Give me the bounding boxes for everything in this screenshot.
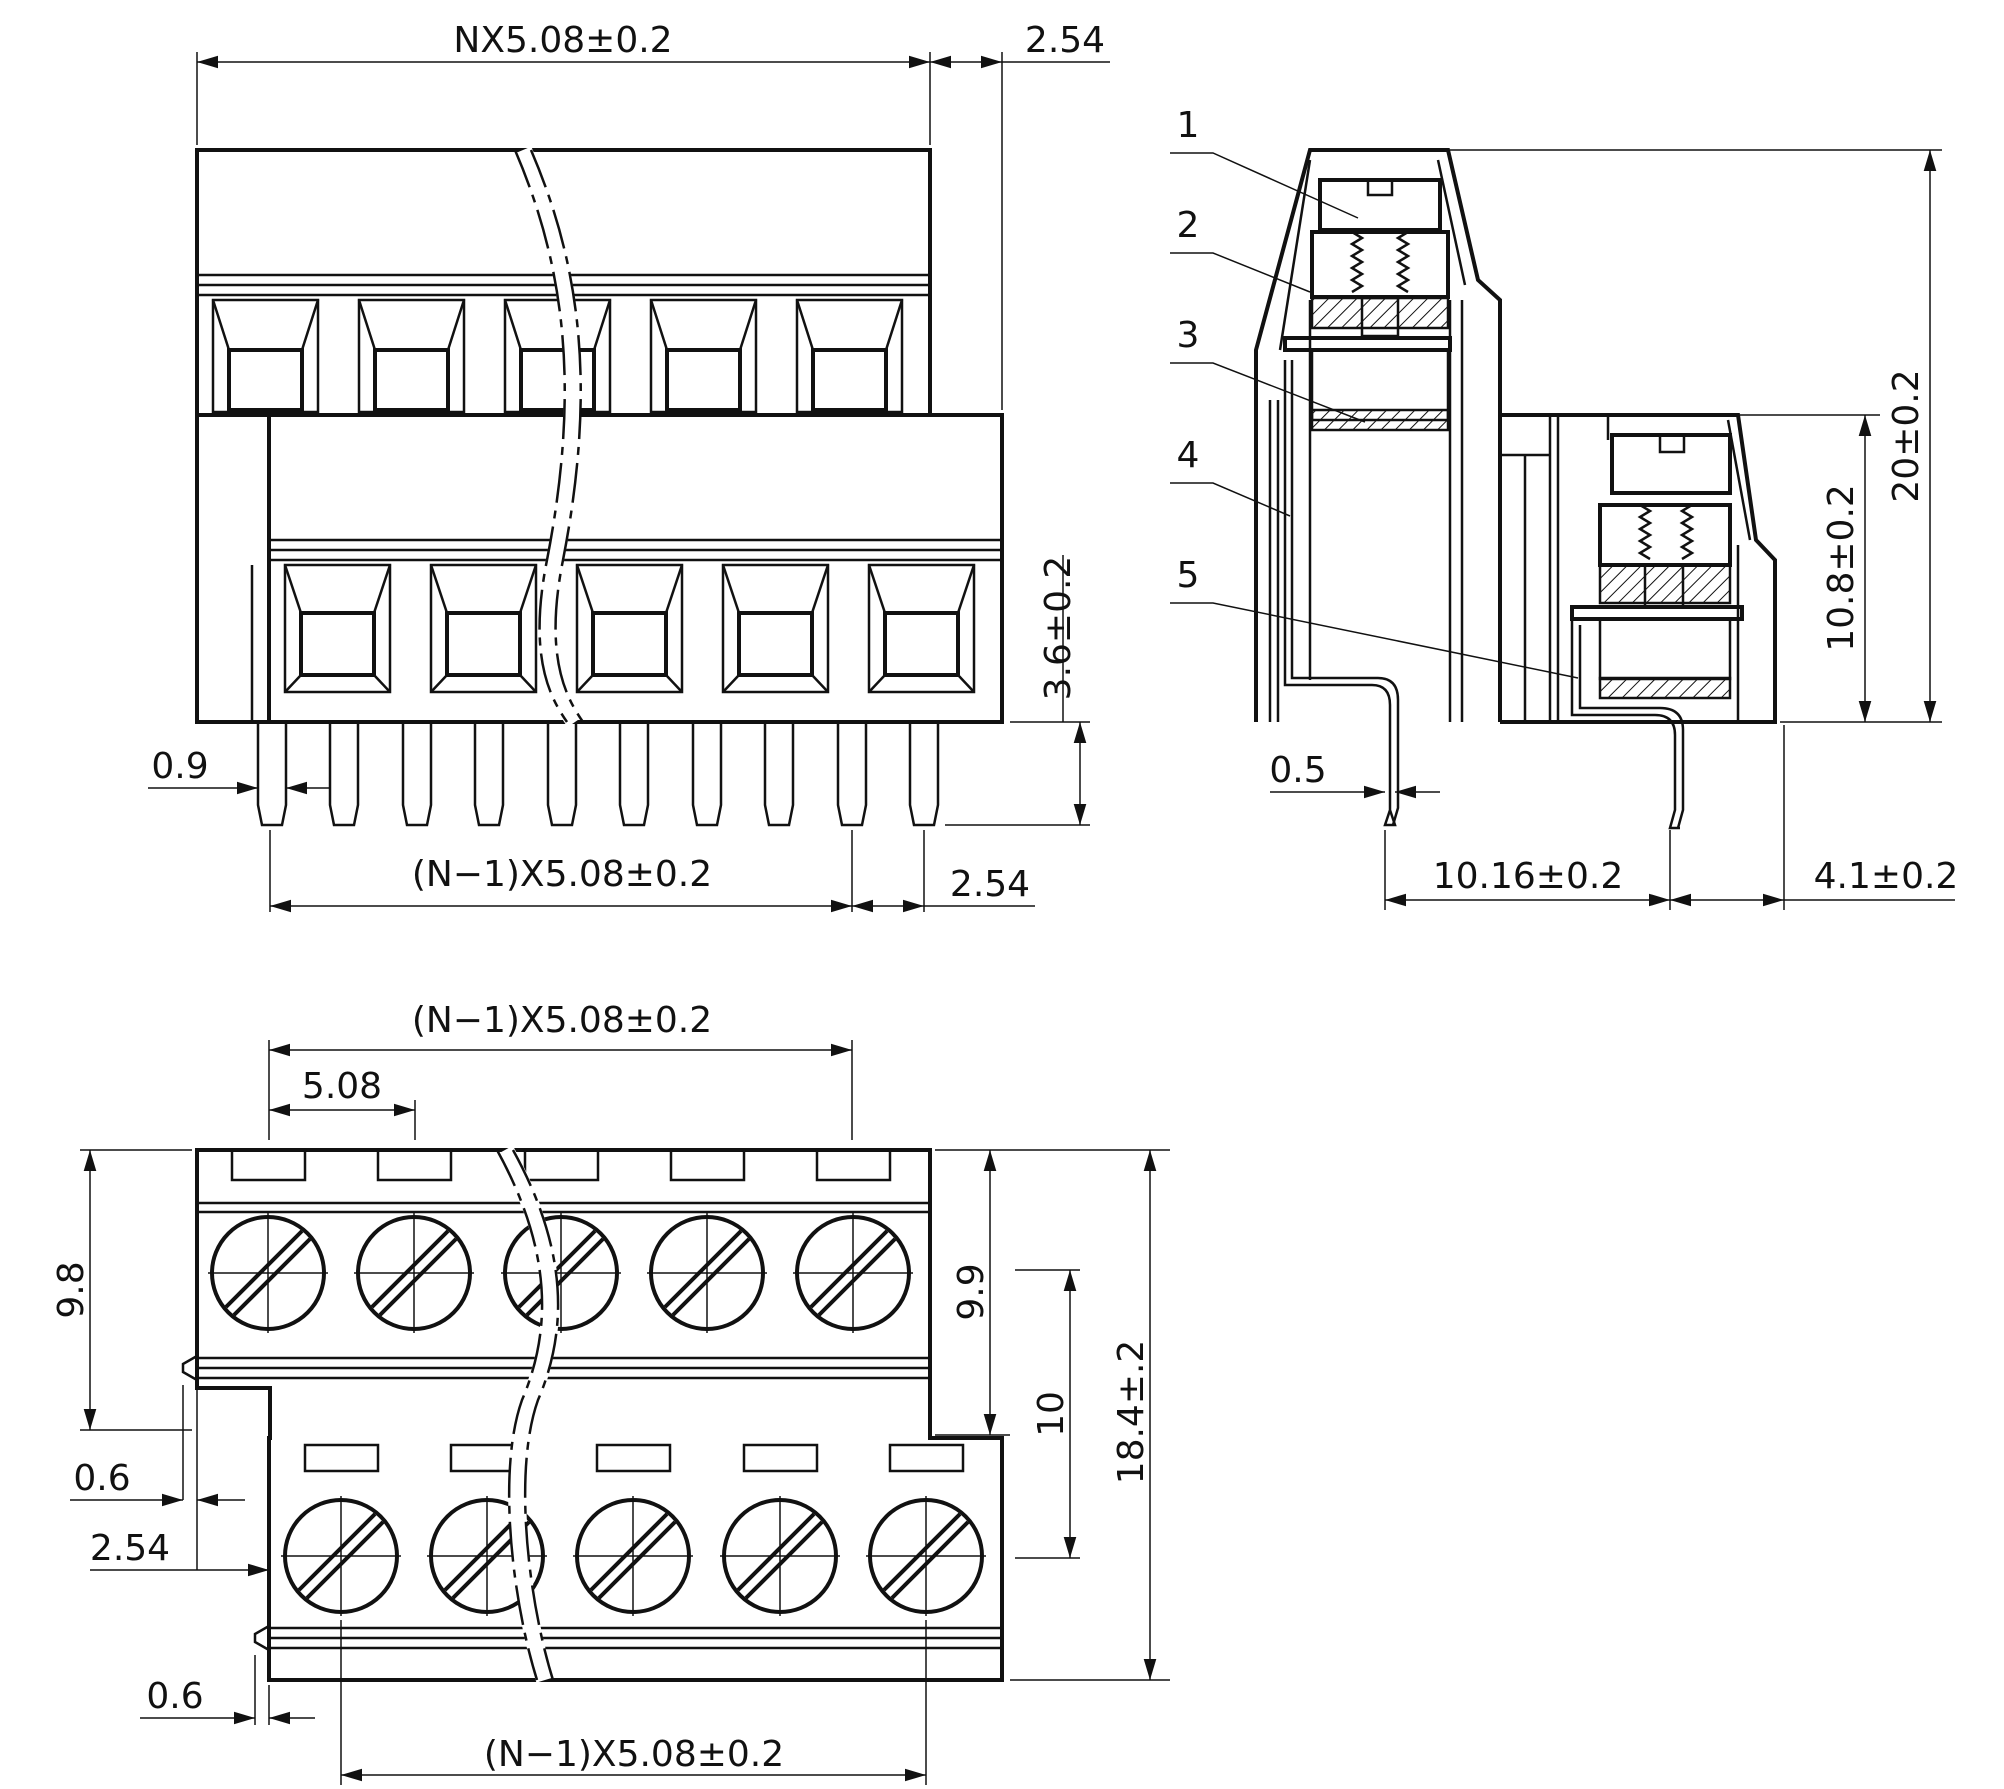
top-tabs-lower <box>303 1443 965 1473</box>
front-view: NX5.08±0.2 2.54 3.6±0.2 0.9 (N−1)X5.08±0… <box>148 20 1110 913</box>
side-lower-screw <box>1570 433 1744 700</box>
front-dim-top-end: 2.54 <box>1025 20 1105 61</box>
top-dim-offset-b: 2.54 <box>90 1528 170 1569</box>
top-dim-top-pitch: (N−1)X5.08±0.2 <box>412 1000 712 1041</box>
front-dim-pin-height: 3.6±0.2 <box>1038 556 1079 701</box>
front-dim-bottom-end: 2.54 <box>950 864 1030 905</box>
front-dimension-lines <box>148 52 1110 913</box>
top-view: (N−1)X5.08±0.2 5.08 9.8 9.9 10 18.4±.2 0… <box>51 1000 1170 1785</box>
top-screws-lower <box>281 1496 986 1616</box>
side-dim-row-spacing: 10.16±0.2 <box>1433 856 1623 897</box>
front-pins <box>256 724 940 827</box>
side-dim-total-height: 20±0.2 <box>1886 369 1927 502</box>
side-upper-pin <box>1283 360 1397 827</box>
side-dim-offset: 4.1±0.2 <box>1814 856 1959 897</box>
side-lower-pin <box>1570 620 1680 830</box>
side-dim-lower-height: 10.8±0.2 <box>1821 484 1862 652</box>
side-dim-pin-thickness: 0.5 <box>1269 750 1326 791</box>
top-dim-upper-right: 9.9 <box>951 1263 992 1320</box>
top-dim-offset-c: 0.6 <box>146 1676 203 1717</box>
top-dim-bottom-pitch: (N−1)X5.08±0.2 <box>484 1734 784 1775</box>
top-view-outline <box>195 1148 1004 1682</box>
callout-3: 3 <box>1177 315 1200 356</box>
callout-2: 2 <box>1177 205 1200 246</box>
top-dim-offset-a: 0.6 <box>73 1458 130 1499</box>
side-view: 1 2 3 4 5 <box>1170 105 1958 910</box>
side-dimension-lines <box>1270 149 1955 910</box>
top-screws-upper <box>208 1213 913 1333</box>
front-dim-bottom-pitch: (N−1)X5.08±0.2 <box>412 854 712 895</box>
callout-4: 4 <box>1177 435 1200 476</box>
side-callouts: 1 2 3 4 5 <box>1170 105 1579 679</box>
top-dim-upper-depth: 9.8 <box>51 1261 92 1318</box>
top-dimension-lines <box>70 1040 1170 1785</box>
callout-5: 5 <box>1177 555 1200 596</box>
top-dim-total-depth: 18.4±.2 <box>1111 1340 1152 1485</box>
front-dim-pin-width: 0.9 <box>151 746 208 787</box>
side-lower-housing <box>1500 413 1777 724</box>
front-left-block <box>195 413 271 724</box>
front-lower-body <box>267 413 1004 724</box>
front-lower-openings <box>283 563 976 694</box>
top-tabs-upper <box>230 1148 892 1182</box>
top-dim-row-distance: 10 <box>1031 1391 1072 1437</box>
front-upper-openings <box>211 298 904 414</box>
top-dim-pitch: 5.08 <box>302 1066 382 1107</box>
callout-1: 1 <box>1177 105 1200 146</box>
front-dim-top-pitch: NX5.08±0.2 <box>453 20 672 61</box>
side-upper-housing <box>1254 148 1502 722</box>
